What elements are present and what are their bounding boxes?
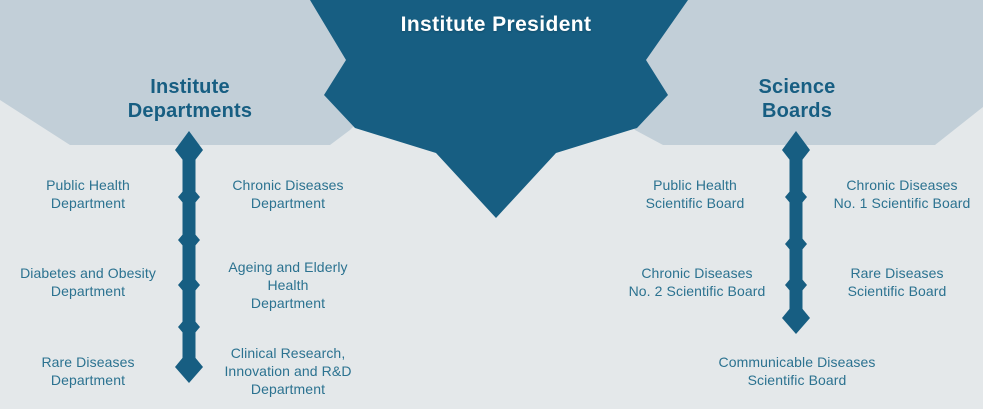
right-panel-shape: [612, 0, 983, 145]
timeline-end-node: [175, 350, 203, 383]
timeline-node: [785, 184, 807, 210]
section-header-boards: Science Boards: [758, 76, 836, 122]
board-label-public-health: Public Health Scientific Board: [645, 177, 745, 211]
dept-label-diabetes-obesity: Diabetes and Obesity Department: [20, 265, 156, 299]
dept-label-public-health: Public Health Department: [46, 177, 130, 211]
board-label-chronic-no2: Chronic Diseases No. 2 Scientific Board: [628, 265, 766, 299]
left-timeline: [175, 131, 203, 383]
timeline-top-node: [175, 131, 203, 168]
dept-label-clinical-research: Clinical Research, Innovation and R&D De…: [224, 345, 352, 397]
timeline-node: [785, 272, 807, 298]
president-banner-shape: [310, 0, 688, 218]
timeline-top-node: [782, 131, 810, 168]
dept-label-rare-diseases: Rare Diseases Department: [41, 354, 135, 388]
timeline-node: [178, 184, 200, 210]
timeline-node: [178, 272, 200, 298]
timeline-node: [178, 314, 200, 340]
dept-label-chronic-diseases: Chronic Diseases Department: [232, 177, 344, 211]
timeline-node: [178, 227, 200, 253]
board-label-rare-diseases: Rare Diseases Scientific Board: [847, 265, 947, 299]
right-timeline: [782, 131, 810, 334]
dept-label-ageing-elderly: Ageing and Elderly Health Department: [228, 259, 348, 311]
timeline-end-node: [782, 301, 810, 334]
section-header-departments: Institute Departments: [127, 76, 253, 122]
left-panel-shape: [0, 0, 380, 145]
org-title: Institute President: [400, 13, 592, 36]
board-label-chronic-no1: Chronic Diseases No. 1 Scientific Board: [833, 177, 971, 211]
timeline-node: [785, 231, 807, 257]
board-label-communicable: Communicable Diseases Scientific Board: [718, 354, 876, 388]
